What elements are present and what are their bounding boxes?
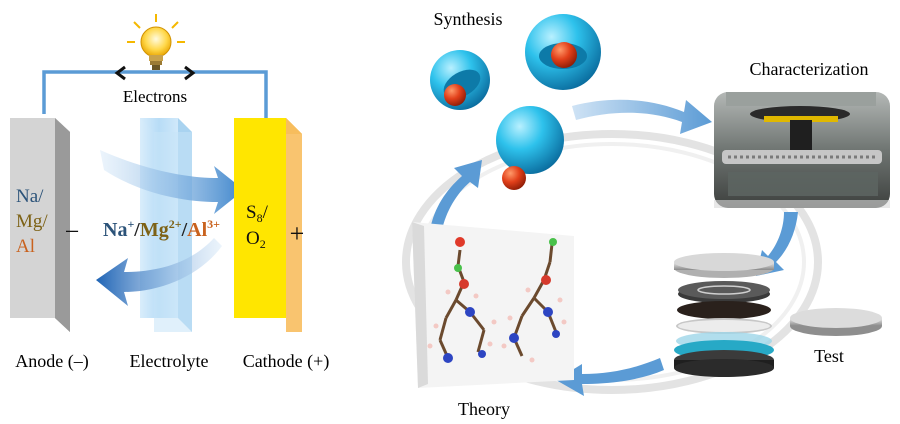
cathode-species-o2: O2 bbox=[246, 228, 266, 251]
ion-al: Al bbox=[187, 219, 207, 241]
theory-label: Theory bbox=[458, 399, 510, 419]
cathode-species-s8: S8/ bbox=[246, 202, 269, 225]
anode-metal-al: Al bbox=[16, 236, 35, 257]
ion-sep-2: / bbox=[181, 219, 188, 241]
characterization-label: Characterization bbox=[750, 59, 869, 79]
chevron-left-icon bbox=[114, 65, 126, 81]
electrons-label: Electrons bbox=[123, 87, 187, 106]
ion-species: Na+/Mg2+/Al3+ bbox=[103, 217, 220, 241]
cycle-arrow-theory-to-synthesis bbox=[430, 160, 482, 230]
cycle-arrow-synthesis-to-characterization bbox=[572, 99, 712, 134]
ion-al-charge: 3+ bbox=[207, 217, 220, 231]
external-wire bbox=[42, 70, 268, 118]
hydrogen-atoms bbox=[427, 287, 567, 363]
coin-cell-stack bbox=[674, 253, 774, 377]
ion-sep-1: / bbox=[133, 219, 140, 241]
theory-panel bbox=[412, 222, 574, 388]
anode-slab bbox=[10, 118, 70, 332]
anode-sign: − bbox=[65, 217, 80, 246]
cathode-label: Cathode (+) bbox=[243, 351, 330, 372]
cycle-ring bbox=[402, 130, 822, 394]
research-cycle: Synthesis Characterization bbox=[402, 9, 890, 419]
characterization-photo bbox=[714, 92, 890, 208]
anode-label: Anode (–) bbox=[15, 351, 88, 372]
cycle-arrow-test-to-theory bbox=[556, 358, 664, 396]
chevron-right-icon bbox=[184, 65, 196, 81]
ion-na-charge: + bbox=[127, 217, 134, 231]
cathode-sign: + bbox=[290, 219, 305, 248]
coin-cell-assembled bbox=[790, 308, 882, 336]
ion-flow-arrow-left bbox=[96, 238, 222, 306]
electrolyte-label: Electrolyte bbox=[130, 351, 209, 371]
synthesis-nanoparticles bbox=[430, 14, 601, 190]
test-label: Test bbox=[814, 346, 844, 366]
ion-flow-arrow-right bbox=[100, 150, 244, 214]
ion-na: Na bbox=[103, 219, 127, 241]
battery-schematic: Electrons Na/ Mg/ Al − Na+/Mg2+/Al3+ bbox=[10, 14, 329, 372]
light-bulb-icon bbox=[127, 14, 185, 70]
anode-metal-mg: Mg/ bbox=[16, 211, 48, 232]
ion-mg: Mg bbox=[140, 219, 169, 241]
ion-mg-charge: 2+ bbox=[169, 217, 182, 231]
synthesis-label: Synthesis bbox=[433, 9, 502, 29]
anode-metal-na: Na/ bbox=[16, 186, 44, 207]
cathode-slab bbox=[234, 118, 302, 332]
